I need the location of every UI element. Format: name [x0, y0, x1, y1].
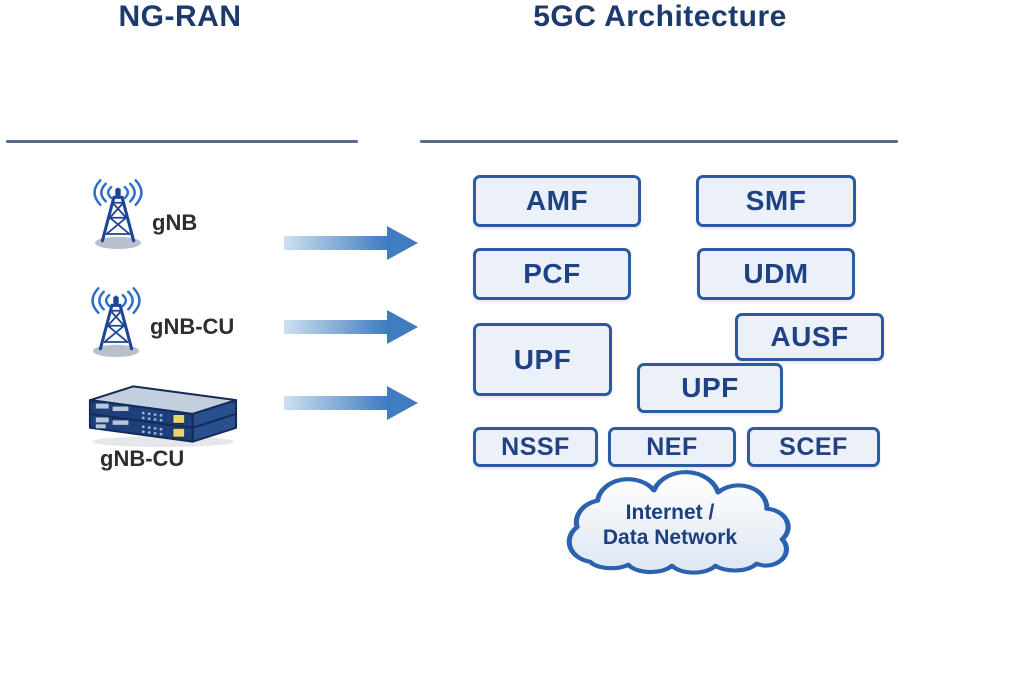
nf-box-nssf: NSSF	[473, 427, 598, 467]
nf-box-upf-2: UPF	[637, 363, 783, 413]
node-label-gnb-cu: gNB-CU	[150, 314, 235, 339]
nf-box-ausf: AUSF	[735, 313, 884, 361]
nf-box-smf: SMF	[696, 175, 856, 227]
node-label-gnb-cu-server: gNB-CU	[100, 446, 185, 471]
left-section-underline	[6, 140, 358, 143]
nf-box-nef: NEF	[608, 427, 736, 467]
antenna-tower-icon	[93, 179, 143, 249]
server-stack-icon	[88, 385, 238, 448]
flow-arrow-1	[284, 226, 418, 260]
cloud-label-line2: Data Network	[602, 526, 738, 549]
internet-cloud-icon	[566, 470, 791, 575]
nf-box-amf: AMF	[473, 175, 641, 227]
cloud-label-line1: Internet /	[625, 501, 715, 524]
nf-box-pcf: PCF	[473, 248, 631, 300]
node-label-gnb: gNB	[152, 210, 198, 235]
antenna-tower-icon	[91, 287, 141, 357]
cloud-label: Internet / Data Network	[545, 500, 795, 550]
right-section-title: 5GC Architecture	[533, 0, 787, 33]
flow-arrow-2	[284, 310, 418, 344]
nf-box-scef: SCEF	[747, 427, 880, 467]
nf-box-upf-1: UPF	[473, 323, 612, 396]
right-section-underline	[420, 140, 898, 143]
nf-box-udm: UDM	[697, 248, 855, 300]
flow-arrow-3	[284, 386, 418, 420]
left-section-title: NG-RAN	[118, 0, 242, 33]
